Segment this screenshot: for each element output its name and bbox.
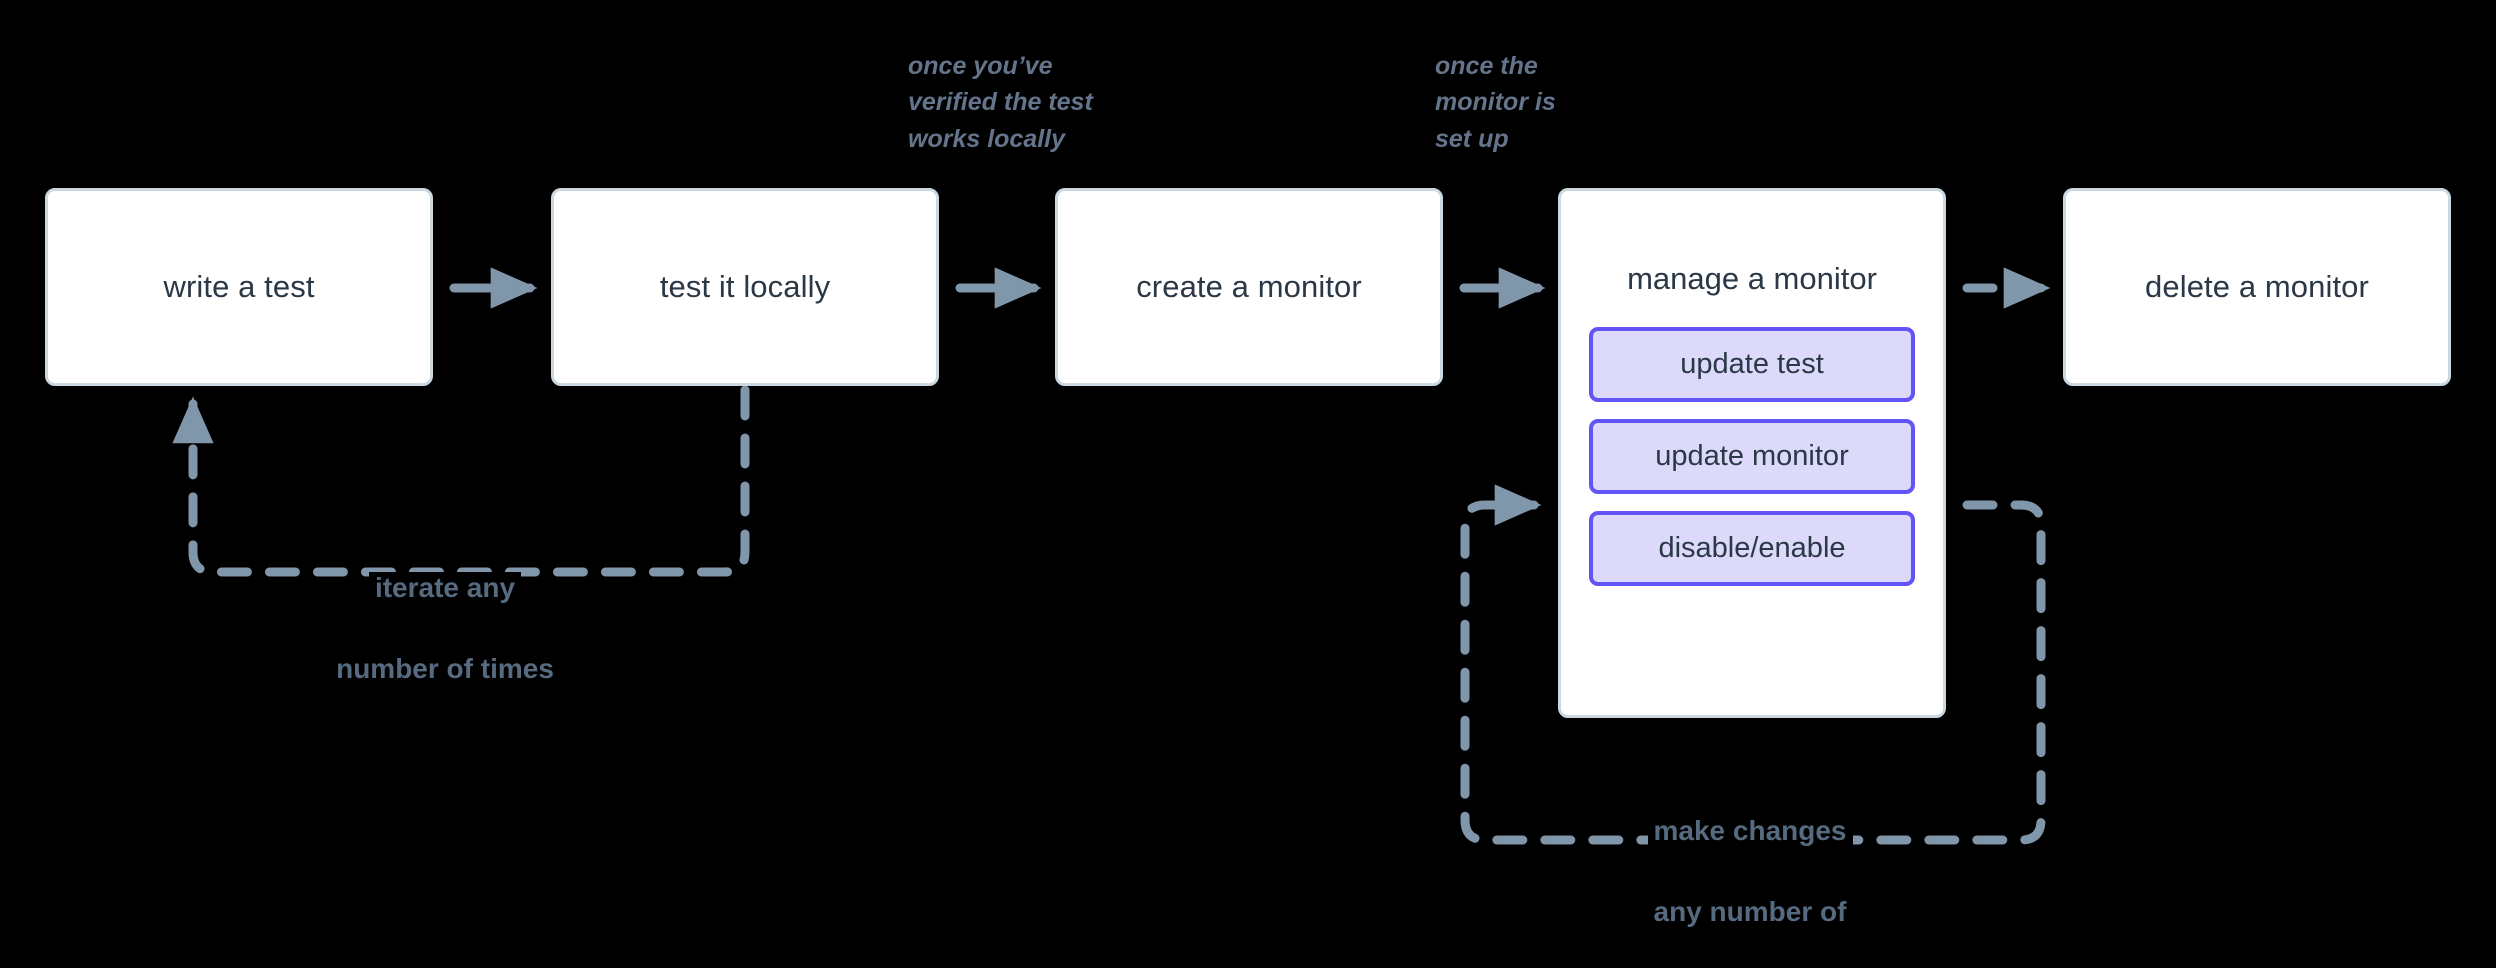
node-manage-a-monitor[interactable]: manage a monitor update test update moni… bbox=[1558, 188, 1946, 718]
node-write-a-test[interactable]: write a test bbox=[45, 188, 433, 386]
node-test-it-locally[interactable]: test it locally bbox=[551, 188, 939, 386]
node-manage-a-monitor-label: manage a monitor bbox=[1627, 261, 1877, 296]
node-write-a-test-label: write a test bbox=[163, 268, 315, 304]
manage-a-monitor-actions: update test update monitor disable/enabl… bbox=[1561, 327, 1943, 586]
sub-node-disable-enable-label: disable/enable bbox=[1658, 532, 1846, 564]
sub-node-disable-enable[interactable]: disable/enable bbox=[1589, 511, 1915, 586]
loop-label-make-changes-line1: make changes bbox=[1585, 811, 1915, 852]
sub-node-update-monitor-label: update monitor bbox=[1655, 440, 1849, 472]
node-delete-a-monitor[interactable]: delete a monitor bbox=[2063, 188, 2451, 386]
loop-label-iterate-line2: number of times bbox=[280, 649, 610, 690]
loop-label-iterate-line1: iterate any bbox=[280, 568, 610, 609]
node-test-it-locally-label: test it locally bbox=[659, 268, 831, 304]
note-once-verified-locally: once you’ve verified the test works loca… bbox=[908, 52, 1093, 153]
node-delete-a-monitor-label: delete a monitor bbox=[2145, 268, 2369, 304]
node-create-a-monitor[interactable]: create a monitor bbox=[1055, 188, 1443, 386]
sub-node-update-test-label: update test bbox=[1680, 348, 1824, 380]
loop-label-iterate: iterate any number of times bbox=[280, 527, 610, 730]
sub-node-update-monitor[interactable]: update monitor bbox=[1589, 419, 1915, 494]
sub-node-update-test[interactable]: update test bbox=[1589, 327, 1915, 402]
loop-label-make-changes-line2: any number of bbox=[1585, 892, 1915, 933]
node-create-a-monitor-label: create a monitor bbox=[1136, 268, 1362, 304]
note-once-monitor-set-up: once the monitor is set up bbox=[1435, 52, 1556, 153]
loop-label-make-changes: make changes any number of times bbox=[1585, 770, 1915, 968]
